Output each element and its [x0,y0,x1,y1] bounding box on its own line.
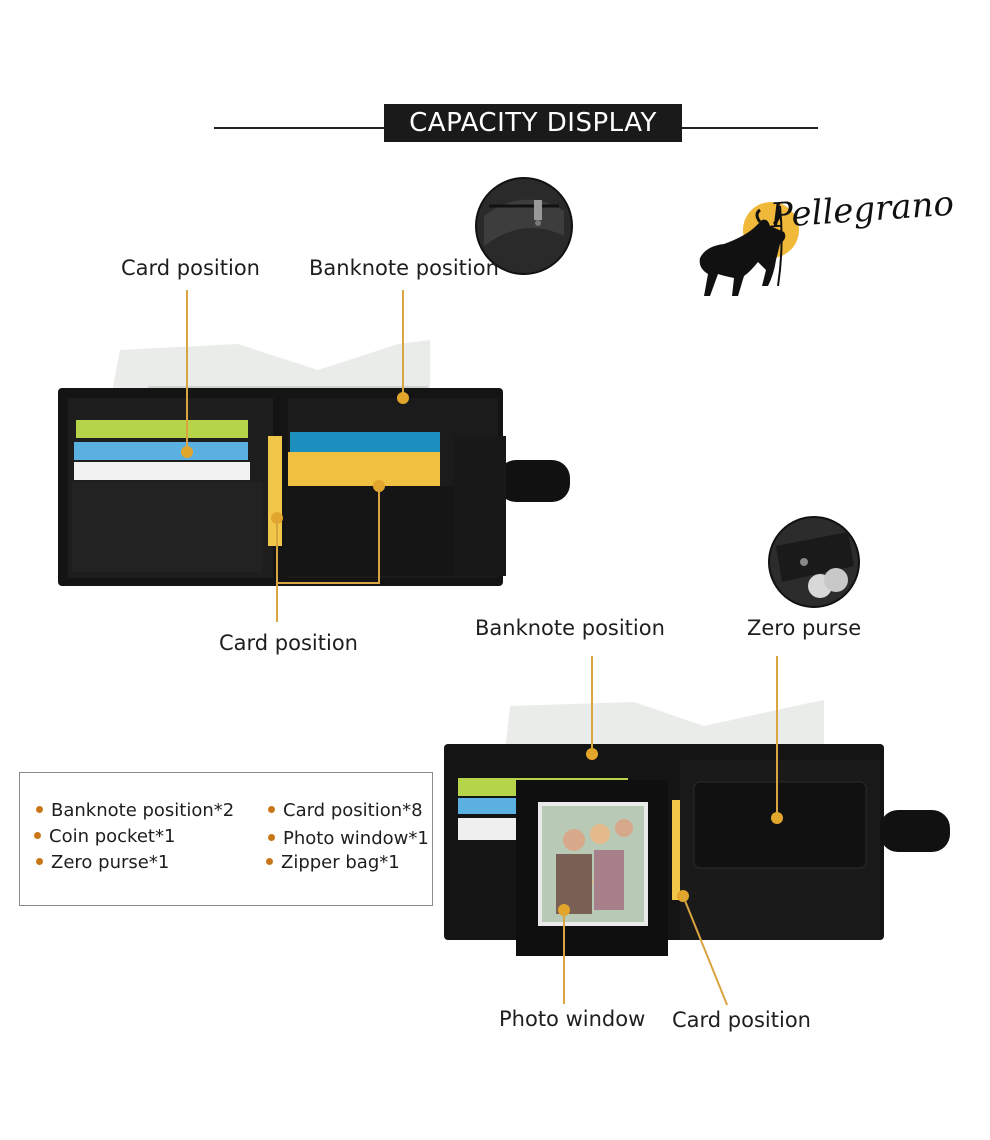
marker-banknote-bottom [586,748,598,760]
label-zero-purse: Zero purse [747,616,862,640]
marker-card-right [373,480,385,492]
coin-purse-detail-image [768,516,860,608]
leader-banknote-top [402,290,404,398]
leader-zero-purse [776,656,778,814]
feature-photo-window: Photo window*1 [268,828,429,849]
marker-banknote-top [397,392,409,404]
page-title: CAPACITY DISPLAY [384,104,682,142]
label-photo-window: Photo window [499,1007,646,1031]
leader-banknote-bottom [591,656,593,752]
leader-card-right [378,488,380,582]
label-card-position-left: Card position [121,256,260,280]
label-banknote-position-top: Banknote position [309,256,499,280]
bottom-wallet-image [444,700,950,956]
feature-zero-purse: Zero purse*1 [36,852,169,873]
feature-banknote-position: Banknote position*2 [36,800,234,821]
feature-zipper-bag: Zipper bag*1 [266,852,400,873]
marker-card-middle [271,512,283,524]
label-card-position-bottom-right: Card position [672,1008,811,1032]
marker-card-left [181,446,193,458]
zipper-detail-image [475,177,573,275]
header-rule-left [214,127,386,129]
label-banknote-position-bottom: Banknote position [475,616,665,640]
label-card-position-bottom: Card position [219,631,358,655]
leader-card-middle [276,520,278,622]
header-rule-right [680,127,818,129]
top-wallet-image [58,340,570,586]
feature-card-position: Card position*8 [268,800,423,821]
leader-card-left [186,290,188,450]
brand-logo [699,202,799,296]
leader-photo-window [563,912,565,1004]
leader-card-connector [276,582,380,584]
marker-zero-purse [771,812,783,824]
marker-photo-window [558,904,570,916]
feature-coin-pocket: Coin pocket*1 [34,826,175,847]
